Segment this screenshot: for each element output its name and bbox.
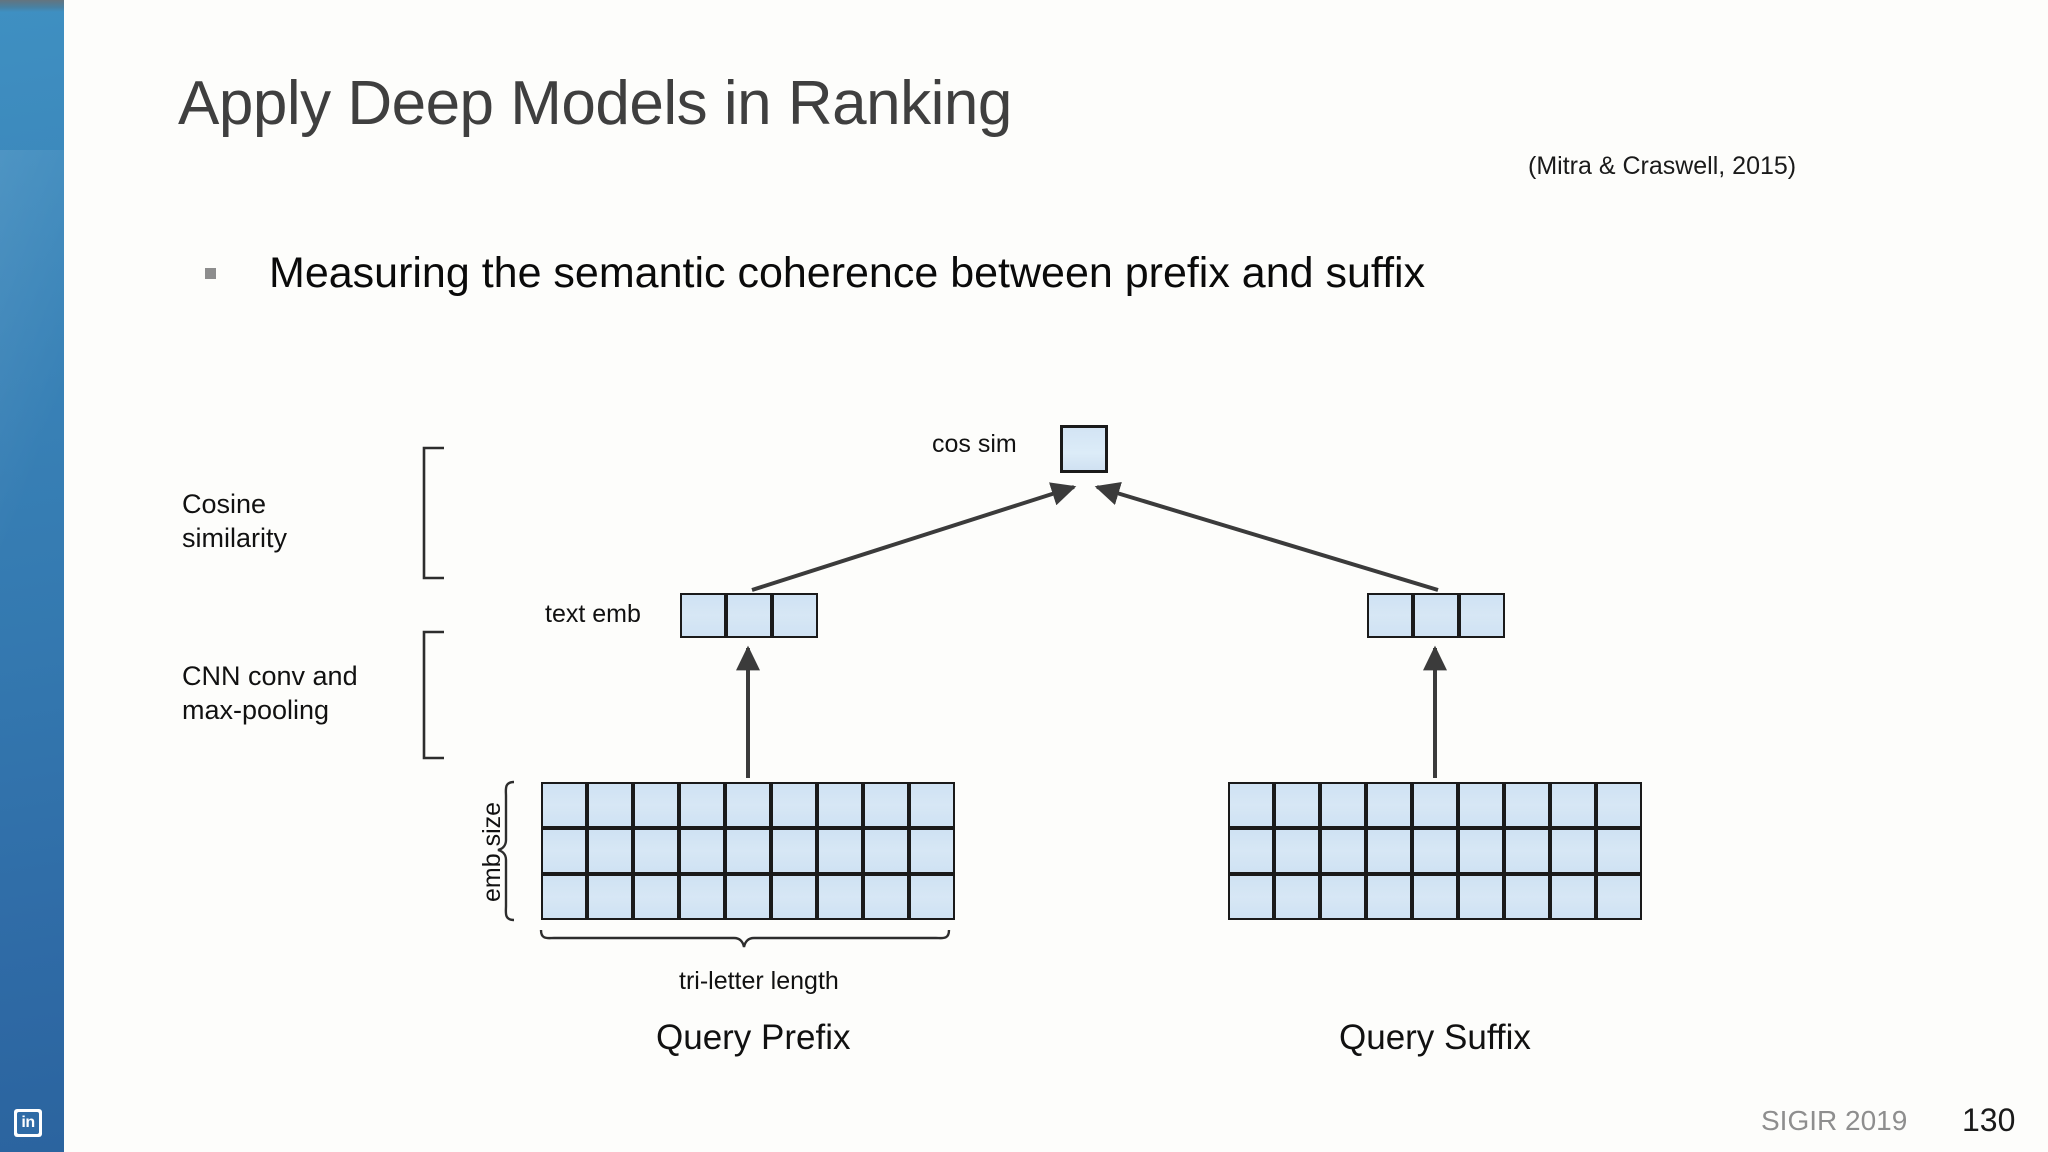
embedding-grid-cell bbox=[541, 782, 587, 828]
embedding-grid-cell bbox=[863, 782, 909, 828]
embedding-grid-cell bbox=[541, 874, 587, 920]
embedding-grid-cell bbox=[725, 828, 771, 874]
emb-size-label: emb size bbox=[478, 801, 506, 902]
stage-bracket-cosine bbox=[422, 446, 444, 580]
embedding-grid-cell bbox=[817, 782, 863, 828]
stage-label-cnn-line2: max-pooling bbox=[182, 695, 330, 725]
embedding-grid-cell bbox=[1320, 782, 1366, 828]
embedding-grid-cell bbox=[725, 874, 771, 920]
stage-bracket-cnn bbox=[422, 630, 444, 760]
embedding-grid-cell bbox=[1458, 828, 1504, 874]
embedding-grid-cell bbox=[1458, 874, 1504, 920]
arrow-right-emb-to-cos-sim bbox=[1094, 481, 1439, 592]
stage-label-cosine-similarity: Cosine similarity bbox=[182, 487, 287, 555]
sidebar-sheen bbox=[0, 150, 64, 570]
embedding-grid-cell bbox=[1504, 828, 1550, 874]
footer-conference-label: SIGIR 2019 bbox=[1761, 1105, 1908, 1136]
citation-reference: (Mitra & Craswell, 2015) bbox=[1528, 152, 1797, 180]
embedding-grid-cell bbox=[863, 828, 909, 874]
page-title: Apply Deep Models in Ranking bbox=[178, 69, 1012, 138]
embedding-grid-cell bbox=[1320, 874, 1366, 920]
text-emb-cell bbox=[1459, 593, 1505, 638]
embedding-grid-cell bbox=[1228, 782, 1274, 828]
sidebar-top-shade bbox=[0, 0, 64, 12]
embedding-grid-cell bbox=[909, 874, 955, 920]
embedding-grid-cell bbox=[909, 782, 955, 828]
embedding-grid-cell bbox=[817, 874, 863, 920]
linkedin-logo-icon: in bbox=[14, 1109, 42, 1137]
embedding-grid-cell bbox=[587, 874, 633, 920]
embedding-grid-cell bbox=[1596, 782, 1642, 828]
text-emb-cell bbox=[680, 593, 726, 638]
embedding-grid-cell bbox=[587, 782, 633, 828]
footer-page-number: 130 bbox=[1962, 1102, 2016, 1138]
linkedin-logo-text: in bbox=[17, 1112, 39, 1134]
embedding-grid-cell bbox=[1412, 828, 1458, 874]
query-suffix-label: Query Suffix bbox=[1339, 1018, 1531, 1057]
stage-label-cosine-line2: similarity bbox=[182, 523, 287, 553]
tri-letter-length-brace bbox=[539, 929, 951, 948]
embedding-grid-cell bbox=[633, 874, 679, 920]
embedding-grid-cell bbox=[633, 782, 679, 828]
cos-sim-label: cos sim bbox=[932, 430, 1017, 458]
embedding-grid-cell bbox=[1274, 828, 1320, 874]
bullet-square-icon bbox=[205, 267, 216, 279]
embedding-grid-cell bbox=[1458, 782, 1504, 828]
embedding-grid-cell bbox=[1274, 874, 1320, 920]
arrow-left-emb-to-cos-sim bbox=[751, 482, 1077, 592]
text-emb-cell bbox=[1413, 593, 1459, 638]
embedding-grid-cell bbox=[679, 782, 725, 828]
text-emb-label: text emb bbox=[545, 600, 641, 628]
embedding-grid-cell bbox=[1412, 874, 1458, 920]
embedding-grid-cell bbox=[541, 828, 587, 874]
embedding-grid-cell bbox=[909, 828, 955, 874]
cos-sim-node bbox=[1060, 425, 1108, 473]
embedding-grid-cell bbox=[817, 828, 863, 874]
embedding-grid-cell bbox=[1228, 874, 1274, 920]
embedding-grid-cell bbox=[1366, 782, 1412, 828]
bullet-item: Measuring the semantic coherence between… bbox=[205, 248, 1425, 298]
embedding-grid-cell bbox=[1320, 828, 1366, 874]
embedding-grid-cell bbox=[1550, 828, 1596, 874]
embedding-grid-cell bbox=[1366, 874, 1412, 920]
embedding-grid-cell bbox=[633, 828, 679, 874]
embedding-grid-cell bbox=[1550, 782, 1596, 828]
query-prefix-label: Query Prefix bbox=[656, 1018, 851, 1057]
text-emb-cell bbox=[726, 593, 772, 638]
embedding-grid-cell bbox=[1412, 782, 1458, 828]
embedding-grid-cell bbox=[1596, 828, 1642, 874]
stage-label-cnn-line1: CNN conv and bbox=[182, 661, 358, 691]
embedding-grid-cell bbox=[771, 828, 817, 874]
embedding-grid-cell bbox=[1550, 874, 1596, 920]
text-emb-cell bbox=[1367, 593, 1413, 638]
embedding-grid-cell bbox=[1366, 828, 1412, 874]
tri-letter-length-label: tri-letter length bbox=[679, 967, 839, 995]
embedding-grid-cell bbox=[1274, 782, 1320, 828]
sidebar-accent-band bbox=[0, 0, 64, 1152]
embedding-grid-cell bbox=[1228, 828, 1274, 874]
embedding-grid-cell bbox=[771, 782, 817, 828]
embedding-grid-cell bbox=[771, 874, 817, 920]
bullet-item-label: Measuring the semantic coherence between… bbox=[269, 249, 1426, 297]
text-emb-cell bbox=[772, 593, 818, 638]
embedding-grid-cell bbox=[725, 782, 771, 828]
embedding-grid-cell bbox=[679, 874, 725, 920]
embedding-grid-cell bbox=[587, 828, 633, 874]
stage-label-cosine-line1: Cosine bbox=[182, 489, 267, 519]
embedding-grid-cell bbox=[1504, 782, 1550, 828]
embedding-grid-cell bbox=[679, 828, 725, 874]
embedding-grid-cell bbox=[863, 874, 909, 920]
stage-label-cnn-maxpooling: CNN conv and max-pooling bbox=[182, 659, 358, 727]
embedding-grid-cell bbox=[1504, 874, 1550, 920]
embedding-grid-cell bbox=[1596, 874, 1642, 920]
